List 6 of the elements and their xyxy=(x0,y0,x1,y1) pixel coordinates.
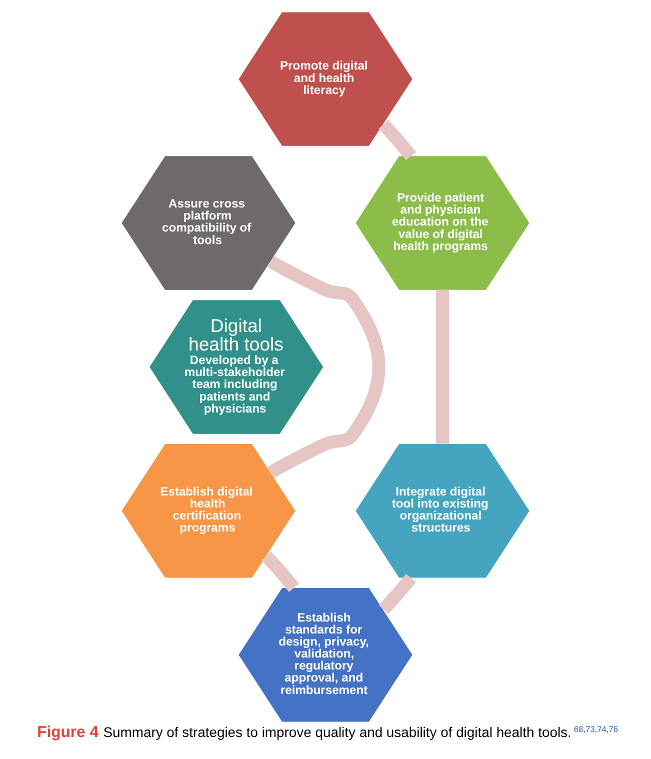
connector xyxy=(378,120,416,160)
connector xyxy=(268,256,386,478)
connector xyxy=(436,290,450,444)
connector xyxy=(378,574,416,614)
connector xyxy=(262,552,300,592)
caption: Figure 4 Summary of strategies to improve quality and usability of digital health tools.$^{68,73,74,76}$ xyxy=(37,724,618,742)
